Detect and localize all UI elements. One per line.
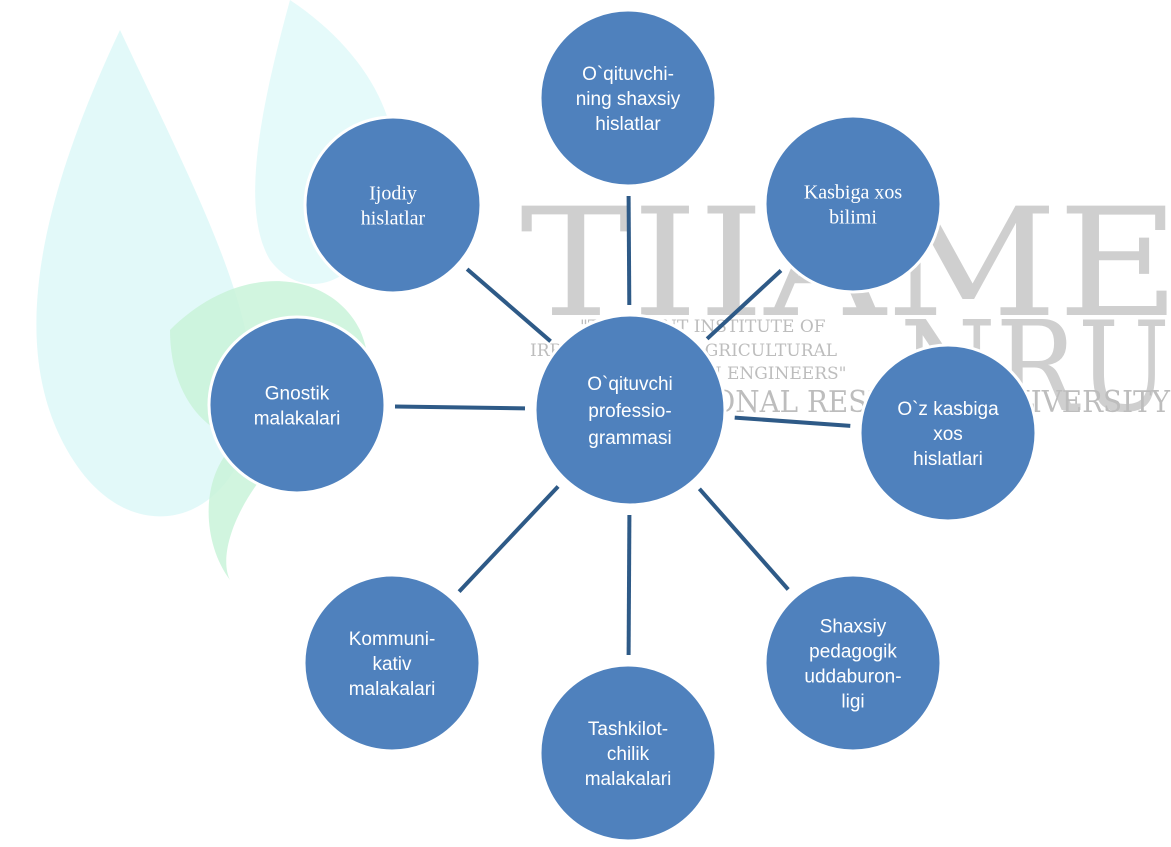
connector-line-shaxsiy-pedagogik-uddaburonligi xyxy=(697,487,790,591)
node-label-line: malakalari xyxy=(349,679,436,700)
node-label-line: professio- xyxy=(588,401,671,422)
outer-node-circle xyxy=(207,315,387,495)
outer-node-oz-kasbiga-xos-hislatlari: O`z kasbiga xos hislatlari xyxy=(858,343,1038,523)
outer-node-shaxsiy-hislatlar: O`qituvchi-ning shaxsiy hislatlar xyxy=(538,8,718,188)
outer-node-circle xyxy=(538,663,718,843)
node-label-line: Gnostik xyxy=(265,384,330,405)
node-label-line: Shaxsiy xyxy=(820,617,887,638)
outer-node-label: O`z kasbiga xos hislatlari xyxy=(897,399,999,470)
node-label-line: kativ xyxy=(372,654,412,675)
node-label-line: xos xyxy=(933,424,963,445)
outer-node-circle xyxy=(763,573,943,753)
node-label-line: O`qituvchi xyxy=(587,374,673,395)
node-label-line: hislatlari xyxy=(913,449,983,470)
connector-line-gnostik-malakalari xyxy=(394,404,526,411)
outer-node-circle xyxy=(302,573,482,753)
outer-node-gnostik-malakalari: Gnostik malakalari xyxy=(207,315,387,495)
node-label-line: bilimi xyxy=(829,207,877,229)
node-label-line: Kommuni- xyxy=(349,629,436,650)
connector-line-shaxsiy-hislatlar xyxy=(626,195,632,306)
connector-line-kommunikativ-malakalari xyxy=(457,485,560,593)
node-label-line: chilik xyxy=(607,744,650,765)
node-label-line: uddaburon- xyxy=(804,667,901,688)
node-label-line: ning shaxsiy xyxy=(576,89,681,110)
node-label-line: grammasi xyxy=(588,428,671,449)
outer-node-tashkilotchilik-malakalari: Tashkilot-chilik malakalari xyxy=(538,663,718,843)
node-label-line: malakalari xyxy=(254,409,341,430)
connector-line-tashkilotchilik-malakalari xyxy=(626,514,632,656)
outer-node-label: Tashkilot-chilik malakalari xyxy=(585,719,672,790)
node-label-line: Kasbiga xos xyxy=(804,182,903,204)
center-node-label: O`qituvchi professio-grammasi xyxy=(587,374,673,449)
outer-node-label: O`qituvchi-ning shaxsiy hislatlar xyxy=(576,64,681,135)
node-label-line: ligi xyxy=(841,692,864,713)
outer-node-label: Kommuni-kativ malakalari xyxy=(349,629,436,700)
outer-node-circle xyxy=(763,114,943,294)
outer-node-label: Kasbiga xos bilimi xyxy=(804,182,903,229)
connector-group xyxy=(394,195,851,656)
outer-node-label: Ijodiy hislatlar xyxy=(361,183,426,230)
outer-node-circle xyxy=(538,8,718,188)
connector-line-ijodiy-hislatlar xyxy=(465,267,552,343)
center-node-circle xyxy=(533,313,727,507)
outer-node-kommunikativ-malakalari: Kommuni-kativ malakalari xyxy=(302,573,482,753)
outer-node-kasbiga-xos-bilimi: Kasbiga xos bilimi xyxy=(763,114,943,294)
node-label-line: pedagogik xyxy=(809,642,897,663)
center-node: O`qituvchi professio-grammasi xyxy=(533,313,727,507)
node-label-line: hislatlar xyxy=(361,208,426,230)
connector-line-oz-kasbiga-xos-hislatlari xyxy=(734,415,851,428)
outer-node-circle xyxy=(303,115,483,295)
connector-line-kasbiga-xos-bilimi xyxy=(705,269,783,341)
node-label-line: Tashkilot- xyxy=(588,719,668,740)
outer-node-ijodiy-hislatlar: Ijodiy hislatlar xyxy=(303,115,483,295)
outer-node-shaxsiy-pedagogik-uddaburonligi: Shaxsiy pedagogik uddaburon-ligi xyxy=(763,573,943,753)
outer-node-label: Gnostik malakalari xyxy=(254,384,341,430)
node-label-line: hislatlar xyxy=(595,114,661,135)
node-label-line: Ijodiy xyxy=(369,183,417,205)
node-label-line: O`z kasbiga xyxy=(897,399,999,420)
outer-node-label: Shaxsiy pedagogik uddaburon-ligi xyxy=(804,617,901,713)
node-label-line: O`qituvchi- xyxy=(582,64,674,85)
watermark-leaf-logo xyxy=(36,0,396,580)
outer-node-circle xyxy=(858,343,1038,523)
node-label-line: malakalari xyxy=(585,769,672,790)
